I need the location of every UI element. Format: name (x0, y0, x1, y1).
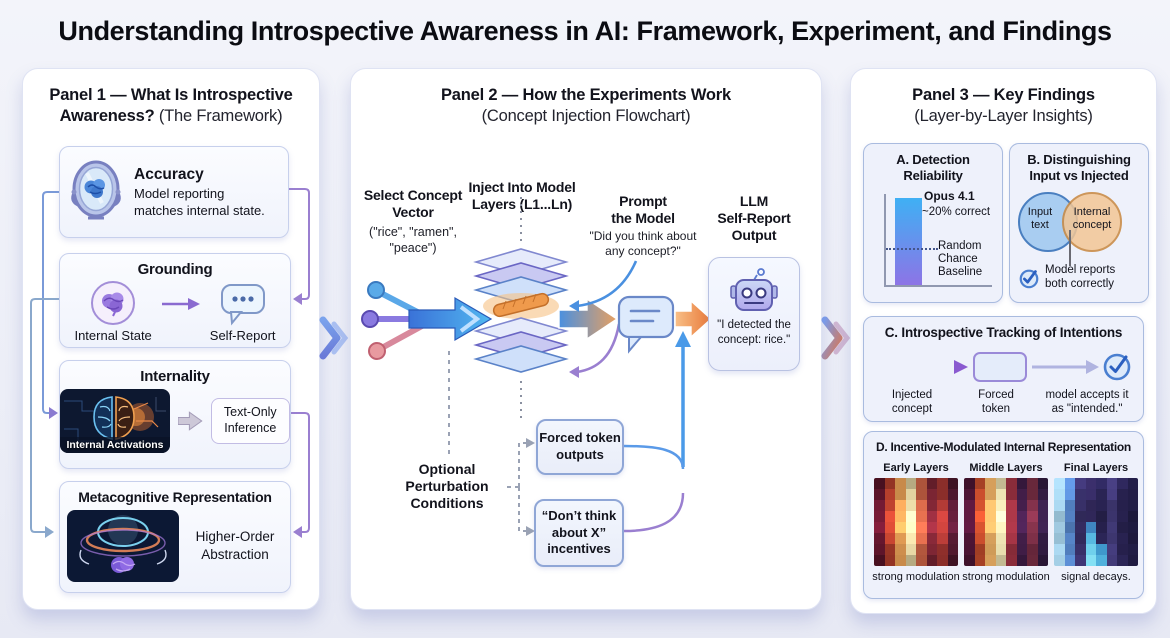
llm-output-title: LLM Self-Report Output (717, 193, 791, 244)
correct-label: ~20% correct (922, 206, 991, 218)
finding-d-box: D. Incentive-Modulated Internal Represen… (863, 431, 1144, 599)
panel2-heading: Panel 2 — How the Experiments Work (Conc… (441, 86, 731, 126)
venn-injected-circle (1062, 192, 1122, 252)
panel-framework: Panel 1 — What Is Introspective Awarenes… (22, 68, 320, 610)
page-title-bold: Understanding Introspective Awareness in… (58, 16, 630, 46)
middle-layers-column: Middle Layers strong modulation (962, 462, 1050, 583)
finding-b-title: B. Distinguishing Input vs Injected (1027, 152, 1131, 183)
early-layers-caption: strong modulation (872, 571, 960, 583)
internality-title: Internality (140, 368, 210, 385)
page-title-rest: Framework, Experiment, and Findings (629, 16, 1113, 46)
check-icon (1019, 269, 1039, 289)
bar-chart-y-axis (884, 194, 886, 287)
final-layers-column: Final Layers signal decays. (1054, 462, 1138, 583)
internality-card: Internality Internal Activatio (59, 360, 291, 469)
llm-output-quote: "I detected the concept: rice." (717, 319, 791, 346)
panel1-connector-arrows (30, 188, 310, 538)
middle-layers-heatmap (964, 478, 1048, 566)
finding-b-caption: Model reports both correctly (1045, 264, 1116, 290)
abstraction-rings-icon (67, 510, 179, 582)
layer-heatmaps: Early Layers strong modulation Middle La… (872, 462, 1138, 583)
dont-think-incentives-box: “Don’t think about X” incentives (534, 499, 624, 567)
middle-layers-label: Middle Layers (969, 462, 1043, 474)
intention-flow-diagram (882, 352, 1131, 382)
panel3-heading: Panel 3 — Key Findings (Layer-by-Layer I… (912, 86, 1095, 126)
grounding-title: Grounding (137, 261, 213, 278)
right-arrow-icon (161, 297, 200, 310)
internal-state-label: Internal State (74, 328, 152, 343)
finding-b-box: B. Distinguishing Input vs Injected Inpu… (1009, 143, 1149, 303)
finding-c-box: C. Introspective Tracking of Intentions … (863, 316, 1144, 422)
finding-c-title: C. Introspective Tracking of Intentions (884, 325, 1123, 340)
accuracy-desc: Model reporting matches internal state. (134, 186, 265, 218)
venn-input-label: Input text (1027, 206, 1053, 231)
dual-brain-icon (60, 389, 170, 453)
internal-activations-image: Internal Activations (60, 389, 170, 453)
panel1-to-panel2-chevron-icon (319, 316, 349, 360)
select-concept-sub: ("rice", "ramen", "peace") (369, 225, 457, 255)
prompt-bubble-icon (617, 295, 675, 354)
prompt-model-sub: "Did you think about any concept?" (589, 229, 697, 258)
select-concept-title: Select Concept Vector (363, 187, 463, 221)
self-report-figure: Self-Report (210, 280, 276, 343)
final-layers-heatmap (1054, 478, 1138, 566)
forced-token-box: Forced token outputs (536, 419, 624, 475)
inject-layers-title: Inject Into Model Layers (L1...Ln) (468, 179, 576, 213)
finding-a-title: A. Detection Reliability (896, 152, 970, 183)
injected-concept-label: Injected concept (891, 389, 933, 415)
final-layers-caption: signal decays. (1061, 571, 1131, 583)
venn-injected-label: Internal concept (1072, 206, 1112, 231)
higher-order-label: Higher-Order Abstraction (195, 529, 275, 562)
accuracy-title: Accuracy (134, 166, 204, 184)
opus-bar (895, 198, 922, 285)
accuracy-text: Accuracy Model reporting matches interna… (134, 165, 272, 219)
final-layers-label: Final Layers (1063, 462, 1129, 474)
self-report-label: Self-Report (209, 328, 276, 343)
baseline-label: Random Chance Baseline (938, 240, 983, 279)
early-layers-heatmap (874, 478, 958, 566)
middle-layers-caption: strong modulation (962, 571, 1050, 583)
robot-icon (730, 268, 778, 311)
metacognitive-title: Metacognitive Representation (78, 489, 272, 505)
mirror-brain-icon (71, 160, 121, 220)
intention-flow-labels: Injected concept Forced token model acce… (864, 389, 1143, 417)
grounding-card: Grounding Internal State (59, 253, 291, 348)
opus-label: Opus 4.1 (924, 189, 975, 203)
forced-token-label: Forced token (978, 389, 1014, 415)
flowchart-graphics (361, 197, 713, 536)
bar-chart-x-axis (884, 285, 992, 287)
accuracy-card: Accuracy Model reporting matches interna… (59, 146, 289, 238)
brain-circle-icon (91, 281, 136, 325)
early-layers-column: Early Layers strong modulation (872, 462, 960, 583)
llm-output-box: "I detected the concept: rice." (708, 257, 800, 371)
internal-activations-label: Internal Activations (66, 439, 164, 451)
panel1-heading: Panel 1 — What Is Introspective Awarenes… (49, 86, 293, 126)
panel2-to-panel3-chevron-icon (821, 316, 851, 360)
finding-a-box: A. Detection Reliability Opus 4.1 ~20% c… (863, 143, 1003, 303)
finding-d-title: D. Incentive-Modulated Internal Represen… (876, 440, 1131, 454)
metacognitive-card: Metacognitive Representation Higher- (59, 481, 291, 593)
block-arrow-icon (178, 411, 203, 431)
venn-pointer-line (1069, 230, 1071, 266)
random-baseline-line (886, 248, 938, 250)
early-layers-label: Early Layers (883, 462, 949, 474)
model-layer-stack (473, 248, 569, 373)
higher-order-image (67, 510, 179, 582)
prompt-model-title: Prompt the Model (611, 193, 675, 227)
speech-bubble-dots-icon (220, 284, 265, 326)
panel-findings: Panel 3 — Key Findings (Layer-by-Layer I… (850, 68, 1157, 614)
text-only-inference-box: Text-Only Inference (210, 398, 290, 444)
finding-b-caption-row: Model reports both correctly (1018, 264, 1115, 292)
panel-experiments: Panel 2 — How the Experiments Work (Conc… (350, 68, 822, 610)
perturbation-label: Optional Perturbation Conditions (405, 461, 489, 512)
internal-state-figure: Internal State (74, 280, 152, 343)
page-title: Understanding Introspective Awareness in… (0, 16, 1170, 47)
model-accepts-label: model accepts it as "intended." (1045, 389, 1129, 415)
